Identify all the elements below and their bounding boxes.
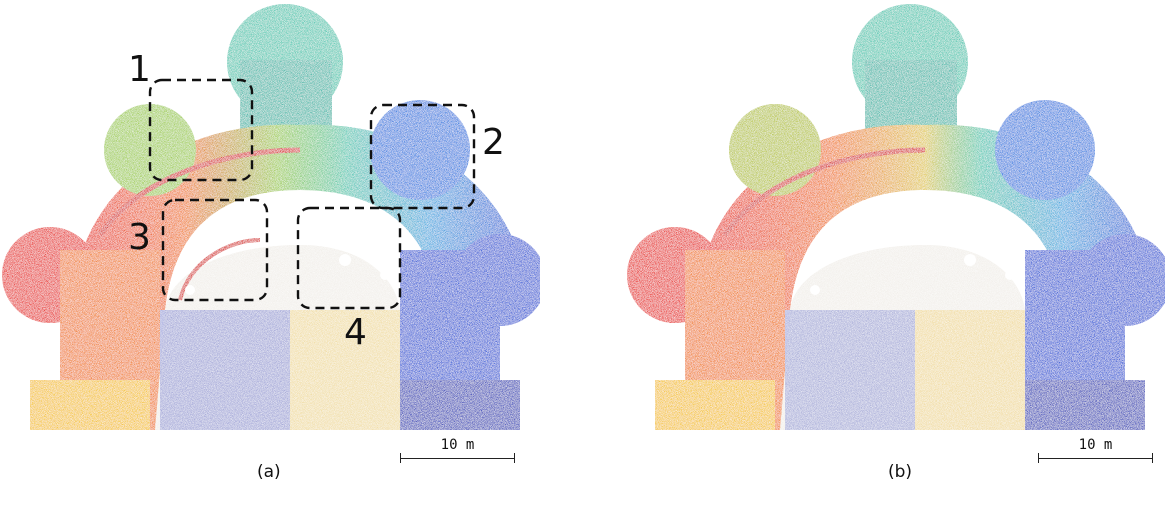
scale-label-a: 10 m [440, 437, 475, 453]
point-cloud-b [627, 4, 1165, 430]
region-label-3: 3 [128, 217, 151, 258]
scale-bar-a: 10 m [400, 437, 515, 465]
scale-bar-b: 10 m [1038, 437, 1153, 465]
region-box-1 [148, 78, 254, 182]
point-cloud-a [2, 4, 540, 430]
caption-a: (a) [257, 462, 281, 482]
region-box-2 [369, 103, 476, 210]
region-label-1: 1 [128, 49, 151, 90]
panel-a: 1 2 3 4 10 m [0, 0, 540, 463]
region-label-2: 2 [482, 122, 505, 163]
panel-b: 10 m [625, 0, 1165, 463]
region-box-3 [161, 198, 269, 302]
region-box-4 [296, 206, 402, 310]
caption-b: (b) [888, 462, 913, 482]
scale-label-b: 10 m [1078, 437, 1113, 453]
region-label-4: 4 [344, 312, 367, 353]
